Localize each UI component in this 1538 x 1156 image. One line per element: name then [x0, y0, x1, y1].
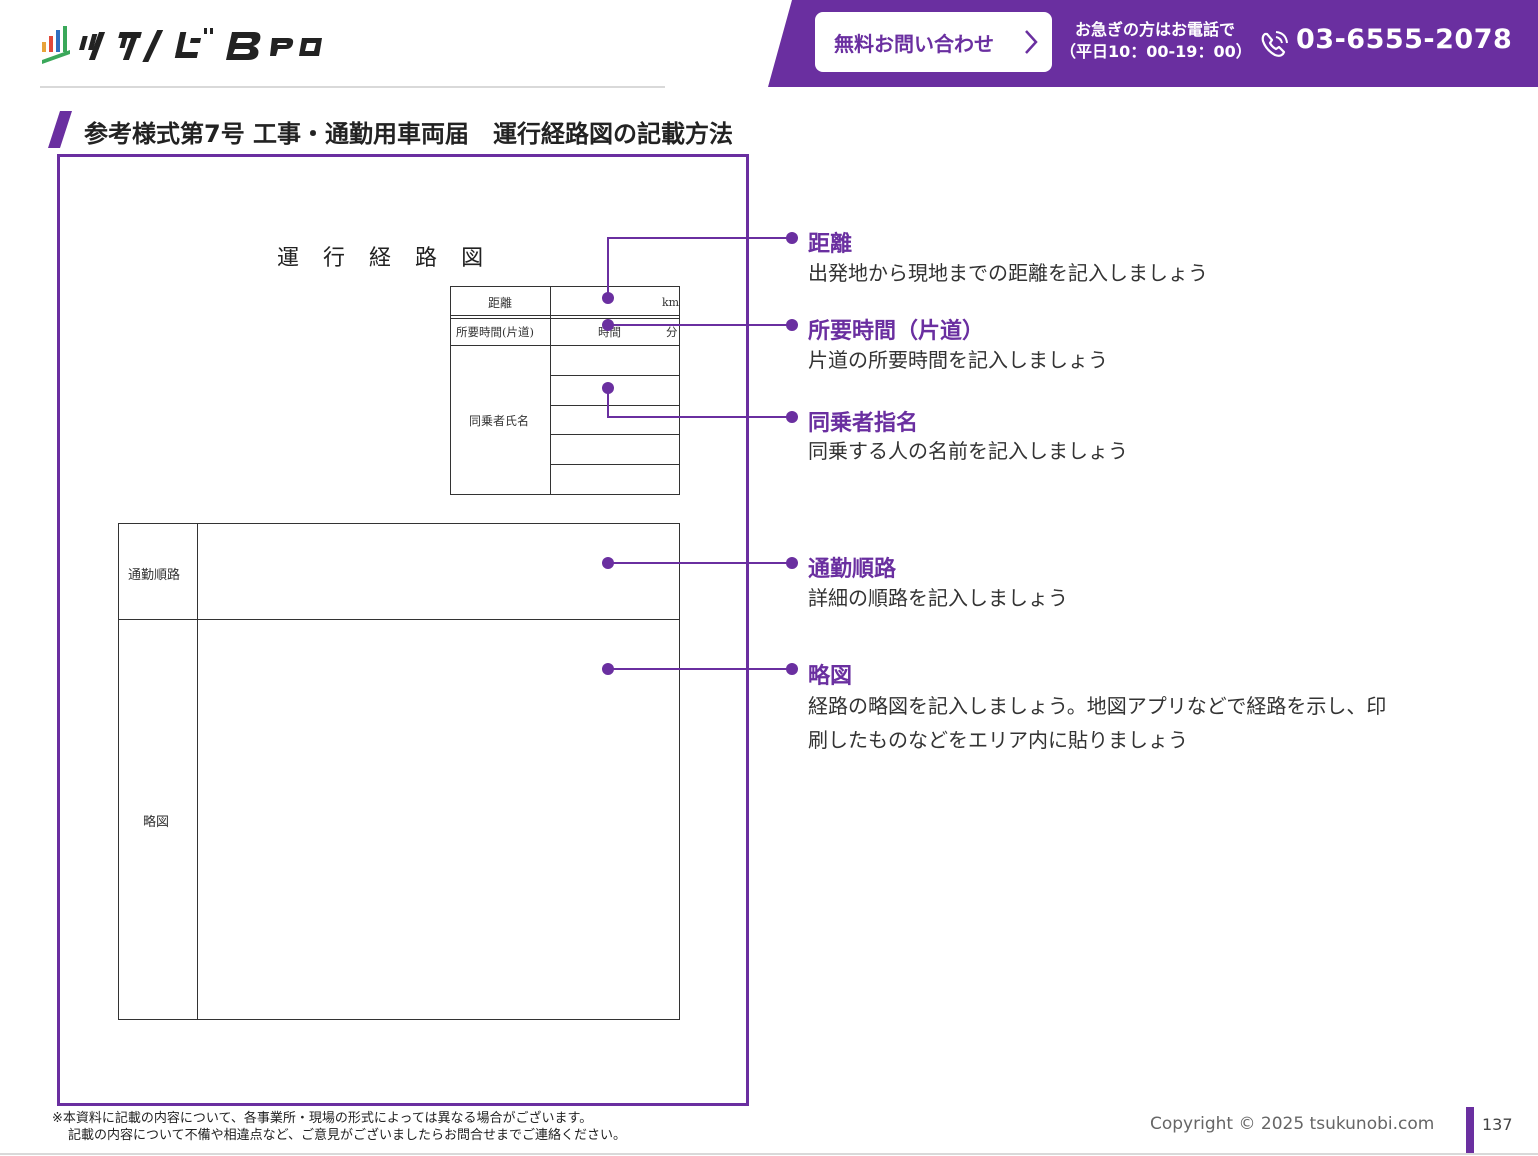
callout-dot — [786, 319, 798, 331]
time-minutes-unit: 分 — [666, 325, 678, 339]
page-number: 137 — [1482, 1115, 1513, 1134]
form-title-char: 運 — [277, 246, 300, 271]
form-title-char: 図 — [461, 246, 484, 271]
page-title: 参考様式第7号 工事・通勤用車両届 運行経路図の記載方法 — [84, 120, 734, 148]
phone-note-line1: お急ぎの方はお電話で — [1074, 20, 1235, 39]
footer-divider — [0, 1153, 1538, 1155]
title-accent-bar — [48, 111, 72, 148]
time-hours-unit: 時間 — [598, 325, 621, 339]
callout-desc-time: 片道の所要時間を記入しましょう — [808, 348, 1108, 372]
map-label: 略図 — [143, 815, 170, 830]
passengers-label: 同乗者氏名 — [469, 414, 530, 428]
callout-desc-passengers: 同乗する人の名前を記入しましょう — [808, 439, 1128, 463]
phone-number[interactable]: 03-6555-2078 — [1296, 24, 1513, 55]
chevron-right-icon — [1025, 30, 1038, 54]
form-sample-frame — [57, 154, 749, 1106]
phone-note-line2: （平日10：00-19：00） — [1060, 42, 1252, 61]
distance-label: 距離 — [488, 296, 513, 310]
callout-dot — [786, 411, 798, 423]
callout-dot — [786, 232, 798, 244]
page-number-accent — [1466, 1107, 1474, 1153]
free-inquiry-label: 無料お問い合わせ — [834, 31, 994, 56]
header-divider — [40, 86, 665, 88]
route-label: 通勤順路 — [128, 568, 181, 583]
copyright: Copyright © 2025 tsukunobi.com — [1150, 1114, 1435, 1134]
footnote-line1: ※本資料に記載の内容について、各事業所・現場の形式によっては異なる場合がございま… — [52, 1111, 593, 1126]
callout-dot — [786, 663, 798, 675]
callout-title-time: 所要時間（片道） — [808, 319, 985, 344]
callout-title-distance: 距離 — [808, 232, 853, 257]
callout-desc-map-line1: 経路の略図を記入しましょう。地図アプリなどで経路を示し、印 — [808, 694, 1387, 718]
callout-title-route: 通勤順路 — [808, 557, 897, 582]
callout-desc-distance: 出発地から現地までの距離を記入しましょう — [808, 261, 1208, 285]
distance-unit: km — [662, 296, 680, 309]
callout-dot — [786, 557, 798, 569]
phone-icon — [1261, 31, 1288, 57]
time-label: 所要時間(片道) — [456, 325, 534, 339]
form-title-char: 行 — [323, 246, 346, 271]
company-logo[interactable] — [40, 24, 340, 70]
free-inquiry-button[interactable]: 無料お問い合わせ — [815, 12, 1052, 72]
footnote-line2: 記載の内容について不備や相違点など、ご意見がございましたらお問合せまでご連絡くだ… — [68, 1128, 626, 1143]
footnote: ※本資料に記載の内容について、各事業所・現場の形式によっては異なる場合がございま… — [52, 1110, 626, 1144]
callout-title-map: 略図 — [808, 664, 853, 689]
form-title-char: 路 — [415, 246, 438, 271]
form-title-char: 経 — [369, 246, 392, 271]
callout-title-passengers: 同乗者指名 — [808, 411, 919, 436]
phone-hours-note: お急ぎの方はお電話で （平日10：00-19：00） — [1060, 19, 1252, 63]
callout-desc-route: 詳細の順路を記入しましょう — [808, 586, 1068, 610]
callout-desc-map-line2: 刷したものなどをエリア内に貼りましょう — [808, 728, 1188, 752]
form-title: 運行経路図 — [277, 240, 483, 272]
